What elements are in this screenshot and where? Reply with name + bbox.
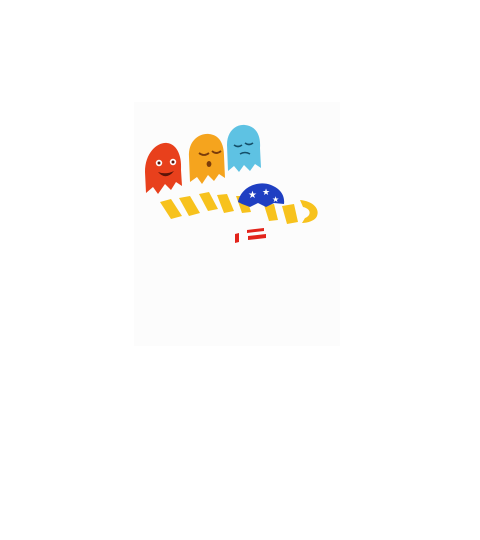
red-stripes [235, 228, 266, 243]
red-ghost-icon [145, 142, 182, 194]
cyan-ghost-icon [227, 124, 261, 172]
svg-text:★: ★ [248, 190, 257, 201]
orange-ghost-icon [188, 133, 225, 184]
svg-text:★: ★ [272, 195, 279, 204]
yellow-stripes [160, 192, 318, 224]
blue-star-ghost-icon: ★ ★ ★ [238, 183, 285, 207]
svg-text:★: ★ [262, 188, 270, 198]
